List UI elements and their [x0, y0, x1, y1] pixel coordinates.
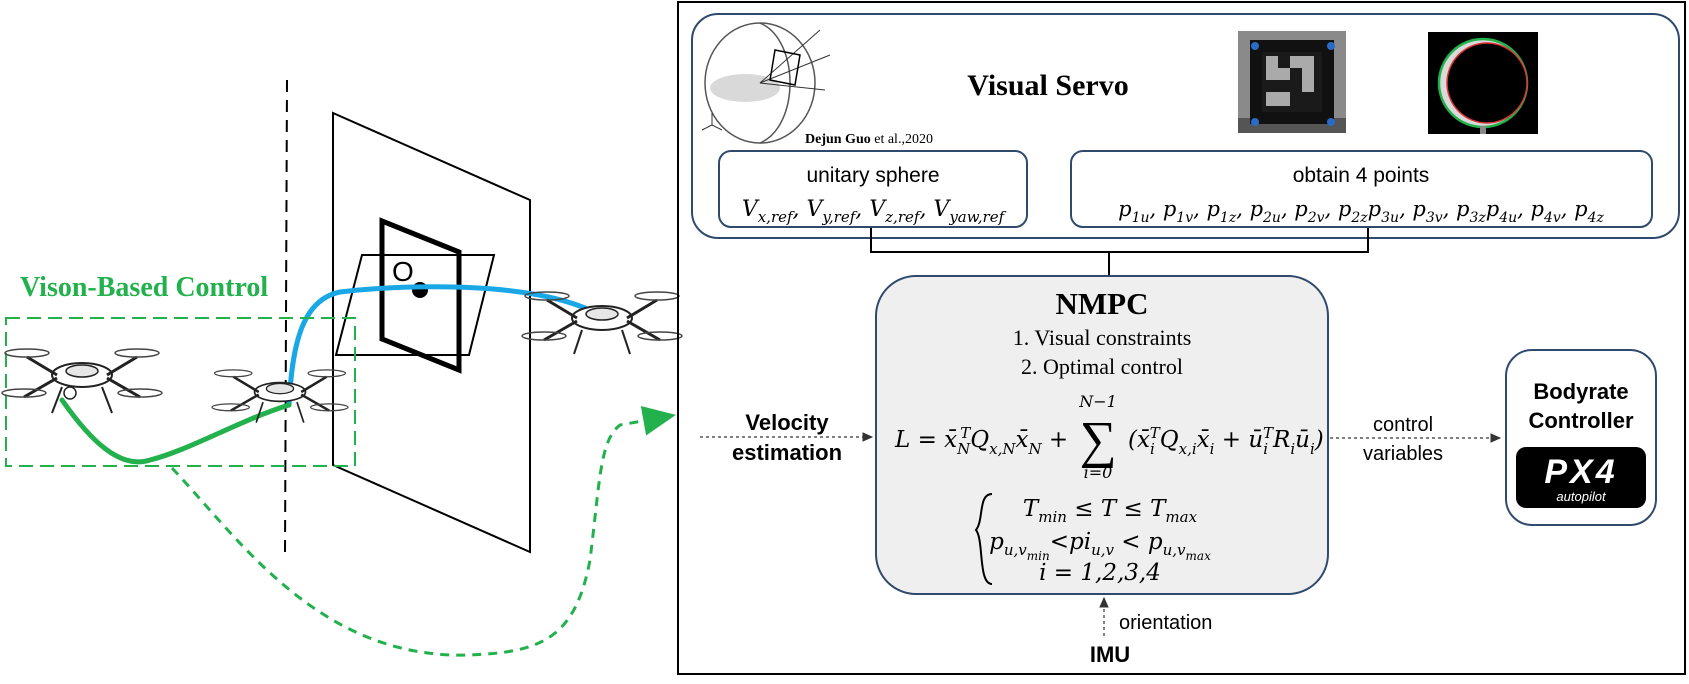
citation-rest: et al.,2020 — [871, 132, 933, 147]
wall-plane — [332, 111, 531, 554]
citation: Dejun Guo et al.,2020 — [805, 132, 933, 147]
circle-detection-image — [1428, 32, 1538, 134]
constraint-index: i = 1,2,3,4 — [1039, 560, 1161, 586]
marker-plane — [334, 254, 496, 356]
velocity-label-1: Velocity — [745, 410, 829, 435]
marker-label: O — [392, 256, 414, 287]
unitary-sphere-box — [718, 150, 1028, 228]
controller-label-1: Bodyrate — [1533, 379, 1628, 404]
svg-text:∑: ∑ — [1079, 412, 1116, 469]
nmpc-item-1: 1. Visual constraints — [1013, 325, 1192, 350]
nmpc-box — [875, 275, 1329, 595]
sphere-sketch — [701, 22, 831, 144]
right-frame — [677, 1, 1686, 675]
green-trajectory — [59, 397, 292, 465]
control-label-2: variables — [1363, 443, 1443, 465]
velocity-label-2: estimation — [732, 440, 842, 465]
four-points-title: obtain 4 points — [1293, 164, 1430, 187]
blue-trajectory — [286, 284, 588, 408]
left-scene: O Vison-Based Control — [1, 79, 683, 657]
imu-label: IMU — [1090, 642, 1130, 667]
aruco-marker-image — [1238, 31, 1346, 133]
controller-label-2: Controller — [1528, 408, 1634, 433]
svg-text:N−1: N−1 — [1078, 392, 1117, 411]
drone-icon — [521, 291, 683, 355]
constraints: Tmin ≤ T ≤ Tmax pu,vmin<piu,v < pu,vmax … — [974, 493, 1211, 586]
vision-control-title: Vison-Based Control — [20, 272, 268, 303]
citation-author: Dejun Guo — [805, 132, 871, 147]
px4-logo: PX4 autopilot — [1516, 447, 1646, 508]
drone-icon — [211, 369, 349, 423]
drone-icon — [1, 348, 163, 414]
vision-control-box — [5, 317, 356, 467]
px4-logo-sub: autopilot — [1556, 489, 1607, 504]
marker-frame — [379, 217, 462, 374]
unitary-sphere-title: unitary sphere — [806, 164, 939, 187]
four-points-box — [1070, 150, 1653, 228]
unitary-sphere-formula: Vx,ref, Vy,ref, Vz,ref, Vyaw,ref — [742, 197, 1007, 226]
svg-text:(x̄iTQx,ix̄i + ūiTRiūi): (x̄iTQx,ix̄i + ūiTRiūi) — [1128, 424, 1324, 458]
green-dashed-arrow — [170, 406, 676, 657]
svg-text:i=0: i=0 — [1084, 463, 1113, 482]
four-points-formula: p1u, p1v, p1z, p2u, p2v, p2zp3u, p3v, p3… — [1118, 197, 1604, 226]
svg-text:Tmin ≤ T ≤ Tmax: Tmin ≤ T ≤ Tmax — [1023, 496, 1198, 526]
merge-bracket — [870, 228, 1369, 275]
control-label-1: control — [1373, 414, 1433, 436]
svg-text:pu,vmin<piu,v < pu,vmax: pu,vmin<piu,v < pu,vmax — [989, 529, 1211, 563]
visual-servo-title: Visual Servo — [967, 69, 1128, 102]
nmpc-title: NMPC — [1056, 286, 1149, 321]
nmpc-item-2: 2. Optimal control — [1021, 354, 1183, 379]
orientation-label: orientation — [1119, 612, 1212, 634]
px4-logo-text: PX4 — [1544, 453, 1617, 491]
cost-function: L = x̄NTQx,Nx̄N + ∑ N−1 i=0 (x̄iTQx,ix̄i… — [894, 392, 1324, 482]
svg-text:L = x̄NTQx,Nx̄N +: L = x̄NTQx,Nx̄N + — [894, 424, 1068, 458]
